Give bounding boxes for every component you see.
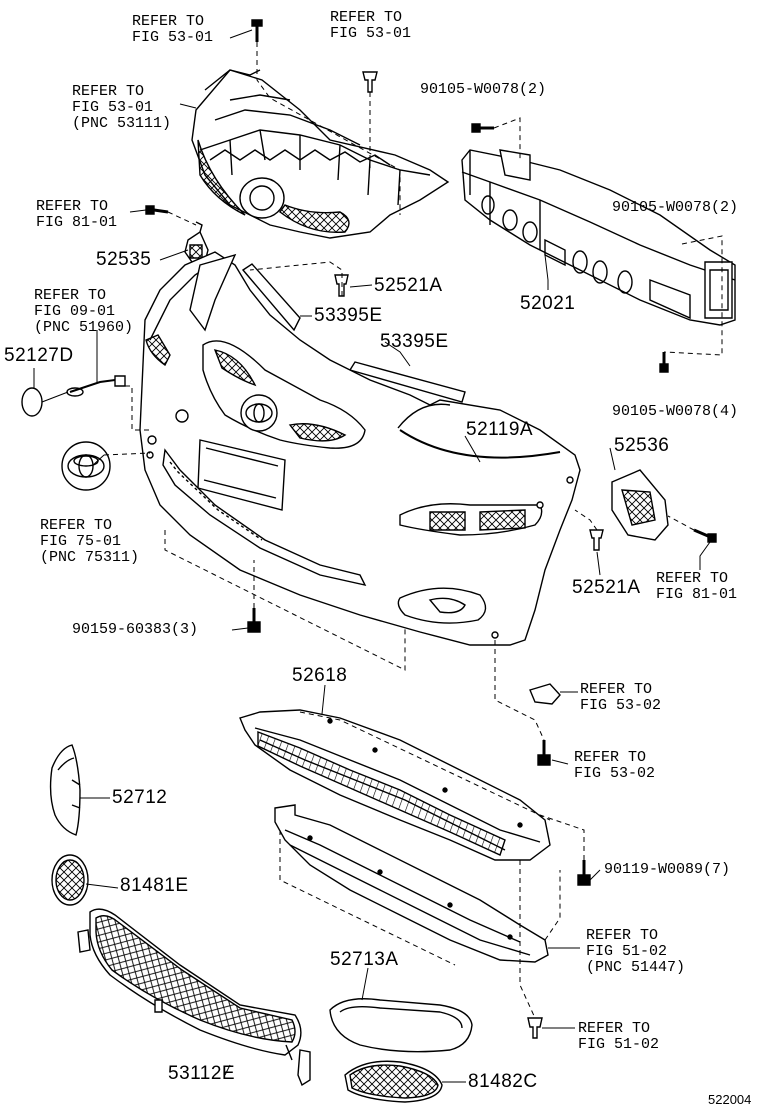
cover-52713a — [329, 998, 473, 1053]
bolt-90159 — [247, 608, 261, 633]
clip-51-02 — [527, 1017, 543, 1039]
callout-line: REFER TO — [72, 83, 145, 100]
part-90159-60383: 90159-60383(3) — [72, 621, 199, 638]
callout-line: REFER TO — [34, 287, 107, 304]
clip-53-02 — [529, 683, 561, 766]
bolt-90119 — [577, 860, 591, 886]
callout-line: (PNC 51960) — [34, 319, 134, 336]
callout-line: REFER TO — [586, 927, 659, 944]
callout-line: REFER TO — [578, 1020, 651, 1037]
clip-52521a-bottom — [589, 529, 604, 551]
callout-line: FIG 53-01 — [72, 99, 154, 116]
upper-grille — [191, 69, 450, 239]
part-53395e-b: 53395E — [380, 331, 449, 352]
callout-line: REFER TO — [36, 198, 109, 215]
callout-line: FIG 53-01 — [132, 29, 214, 46]
callout-line: (PNC 51447) — [586, 959, 686, 976]
part-81482c: 81482C — [468, 1071, 538, 1092]
part-90105-w0078-2a: 90105-W0078(2) — [420, 81, 547, 98]
callout-line: FIG 81-01 — [36, 214, 118, 231]
part-52713a: 52713A — [330, 949, 399, 970]
bumper-reinforcement — [461, 149, 736, 326]
callout-line: REFER TO — [580, 681, 653, 698]
callout-line: FIG 53-01 — [330, 25, 412, 42]
callout-line: FIG 09-01 — [34, 303, 116, 320]
part-90119-w0089: 90119-W0089(7) — [604, 861, 731, 878]
top-clip — [362, 71, 378, 93]
part-52119a: 52119A — [466, 419, 534, 440]
callout-line: REFER TO — [330, 9, 403, 26]
callout-line: REFER TO — [656, 570, 729, 587]
bolt-81-01-left — [145, 205, 169, 215]
part-90105-w0078-2b: 90105-W0078(2) — [612, 199, 739, 216]
lower-grille-frame-52618 — [239, 709, 551, 861]
part-52127d: 52127D — [4, 345, 74, 366]
front-emblem — [61, 441, 111, 491]
callout-line: FIG 75-01 — [40, 533, 122, 550]
part-53395e-a: 53395E — [314, 305, 383, 326]
part-81481e: 81481E — [120, 875, 189, 896]
bolt-81-01-right — [693, 528, 717, 543]
part-90105-w0078-4: 90105-W0078(4) — [612, 403, 739, 420]
callout-line: FIG 51-02 — [586, 943, 668, 960]
grille-81482c — [344, 1060, 443, 1103]
callout-line: FIG 51-02 — [578, 1036, 660, 1053]
bracket-52535 — [184, 221, 209, 263]
lower-absorber — [274, 804, 549, 963]
cap-52127d — [21, 387, 43, 417]
part-52535: 52535 — [96, 249, 152, 270]
cover-52712 — [49, 744, 81, 836]
callout-line: FIG 53-02 — [574, 765, 656, 782]
moulding-53395e — [241, 263, 466, 403]
part-52536: 52536 — [614, 435, 670, 456]
top-bolt — [251, 19, 263, 42]
figure-code: 522004 — [708, 1092, 752, 1107]
callout-line: FIG 81-01 — [656, 586, 738, 603]
callout-line: REFER TO — [40, 517, 113, 534]
leader-lines — [33, 29, 711, 1083]
part-52618: 52618 — [292, 665, 348, 686]
part-52021: 52021 — [520, 293, 576, 314]
callout-line: FIG 53-02 — [580, 697, 662, 714]
bracket-52536 — [611, 469, 669, 541]
callout-line: (PNC 53111) — [72, 115, 172, 132]
callout-line: REFER TO — [574, 749, 647, 766]
tow-hook — [66, 375, 126, 397]
bumper-cover — [139, 251, 581, 646]
part-53112e: 53112E — [168, 1063, 236, 1084]
part-52712: 52712 — [112, 787, 168, 808]
callout-line: REFER TO — [132, 13, 205, 30]
part-52521a-top: 52521A — [374, 275, 443, 296]
lower-grille-53112e — [77, 908, 311, 1087]
callout-line: (PNC 75311) — [40, 549, 140, 566]
dashed-lines — [103, 42, 723, 1019]
part-52521a-bottom: 52521A — [572, 577, 641, 598]
grille-81481e — [51, 854, 89, 906]
